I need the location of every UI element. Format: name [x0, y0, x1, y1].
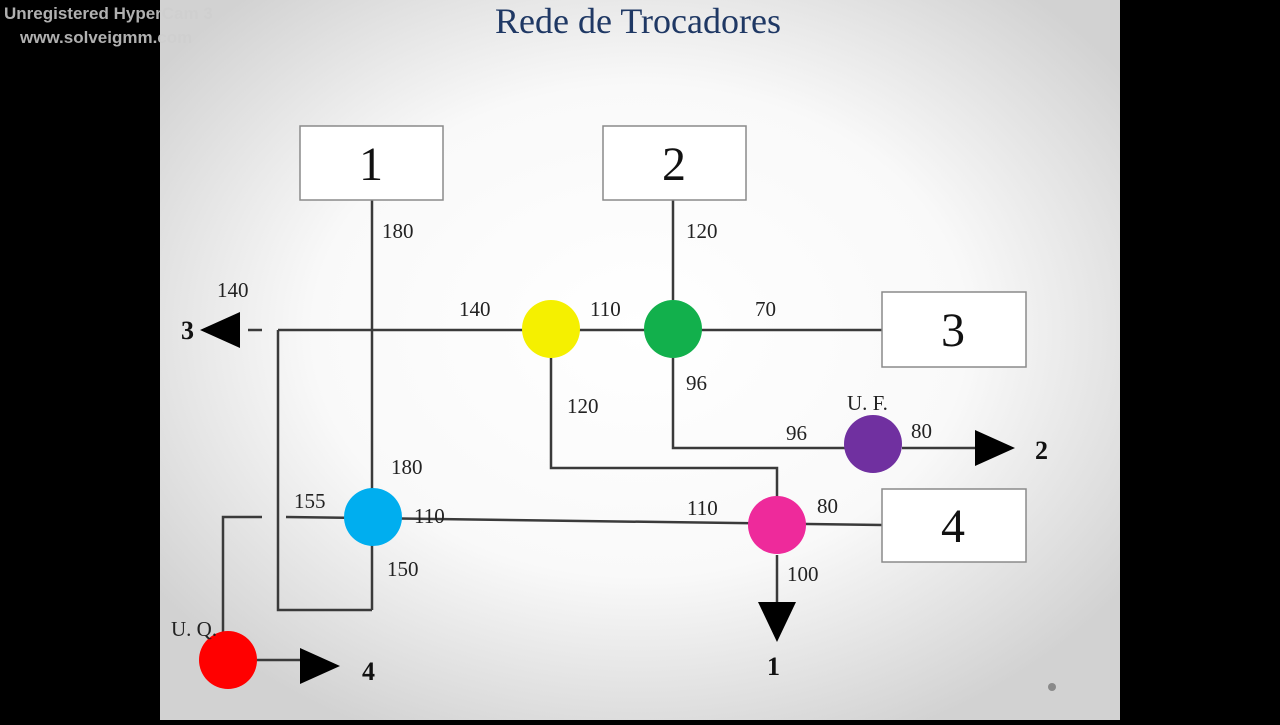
- outlet-labels: 3 2 1 4: [181, 316, 1048, 686]
- temp-label: 155: [294, 489, 326, 513]
- outlet-3-label: 3: [181, 316, 194, 345]
- exchanger-pink: [748, 496, 806, 554]
- watermark-line-2: www.solveigmm.com: [20, 28, 193, 47]
- temp-label: 180: [391, 455, 423, 479]
- temp-label: 80: [817, 494, 838, 518]
- arrow-right-icon: [300, 648, 340, 684]
- temp-label: 110: [590, 297, 621, 321]
- stream-3-bypass-line: [276, 330, 372, 612]
- utility-cold-purple: [844, 415, 902, 473]
- box-4: [881, 488, 1027, 563]
- box-3-label: 3: [941, 304, 965, 357]
- box-1: [299, 125, 444, 201]
- box-3: [881, 291, 1027, 368]
- exchangers: [199, 300, 902, 689]
- temperature-labels: 180 120 140 140 110 70 96 120 U. F. 96 8…: [171, 219, 932, 641]
- exchanger-green: [644, 300, 702, 358]
- slide-title: Rede de Trocadores: [495, 1, 781, 41]
- arrow-right-icon: [975, 430, 1015, 466]
- arrow-heads: [200, 312, 1015, 684]
- uf-label: U. F.: [847, 391, 888, 415]
- watermark-line-1: Unregistered HyperCam 3: [4, 4, 213, 23]
- outlet-2-label: 2: [1035, 436, 1048, 465]
- slide-nav-dot[interactable]: [1048, 683, 1056, 691]
- box-numbers: 1 2 3 4: [359, 138, 965, 553]
- temp-label: 180: [382, 219, 414, 243]
- exchanger-blue: [344, 488, 402, 546]
- yellow-to-pink-line: [549, 358, 779, 497]
- arrow-left-icon: [200, 312, 240, 348]
- stream-2-lower-line: [671, 358, 845, 450]
- exchanger-yellow: [522, 300, 580, 358]
- temp-label: 140: [459, 297, 491, 321]
- temp-label: 110: [687, 496, 718, 520]
- stream-boxes: [299, 125, 1027, 563]
- outlet-1-label: 1: [767, 652, 780, 681]
- temp-label: 80: [911, 419, 932, 443]
- box-2-label: 2: [662, 138, 686, 191]
- box-1-label: 1: [359, 138, 383, 191]
- temp-label: 96: [686, 371, 707, 395]
- temp-label: 140: [217, 278, 249, 302]
- box-2: [602, 125, 747, 201]
- arrow-down-icon: [758, 602, 796, 642]
- temp-label: 96: [786, 421, 807, 445]
- utility-hot-red: [199, 631, 257, 689]
- temp-label: 150: [387, 557, 419, 581]
- temp-label: 110: [414, 504, 445, 528]
- temp-label: 100: [787, 562, 819, 586]
- box-4-label: 4: [941, 500, 965, 553]
- uq-label: U. Q.: [171, 617, 217, 641]
- temp-label: 70: [755, 297, 776, 321]
- temp-label: 120: [567, 394, 599, 418]
- outlet-4-label: 4: [362, 657, 375, 686]
- stream-4-to-uq-line: [221, 515, 262, 632]
- temp-label: 120: [686, 219, 718, 243]
